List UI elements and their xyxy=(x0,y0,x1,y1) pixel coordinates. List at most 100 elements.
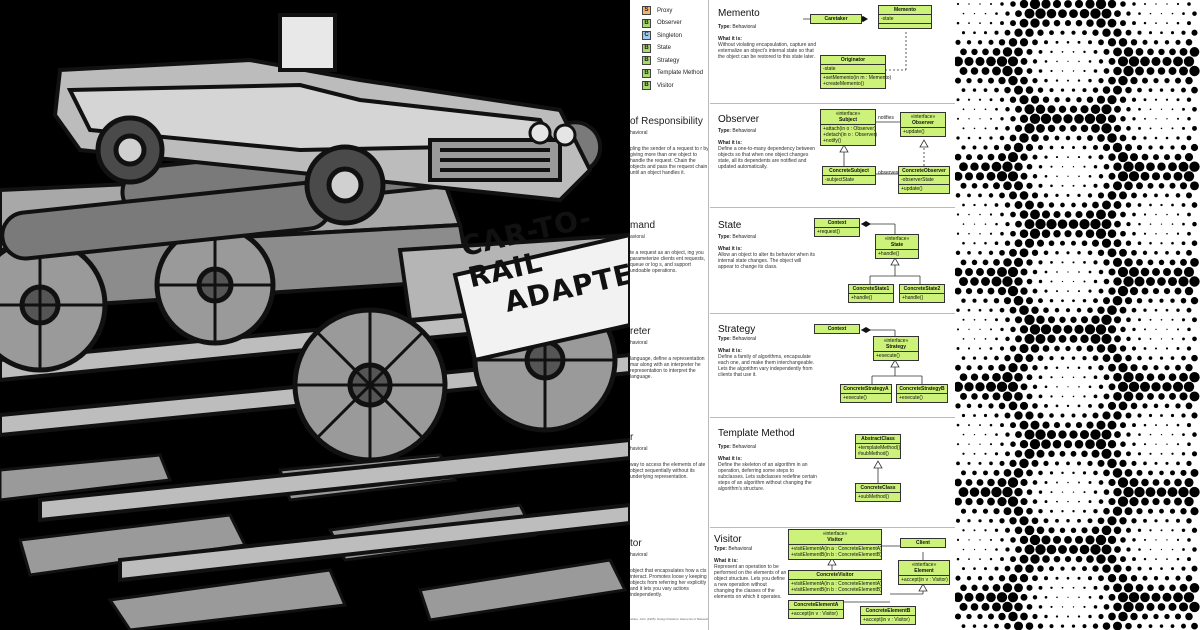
pattern-dot xyxy=(967,308,971,312)
pattern-dot xyxy=(966,77,972,84)
pattern-dot xyxy=(1007,56,1019,67)
pattern-dot xyxy=(1066,79,1070,82)
citation-note: uildes, John (1995). Design Patterns: El… xyxy=(630,617,709,621)
pattern-dot xyxy=(1103,489,1110,495)
pattern-dot xyxy=(1069,335,1078,343)
pattern-dot xyxy=(1120,441,1126,447)
pattern-dot xyxy=(1026,393,1033,400)
pattern-dot xyxy=(1003,143,1012,152)
partial-description: pling the sender of a request to r by gi… xyxy=(630,146,709,176)
pattern-dot xyxy=(1179,392,1188,401)
pattern-dot xyxy=(972,356,977,360)
pattern-dot xyxy=(1138,337,1141,341)
section-description: Define a one-to-many dependency between … xyxy=(718,146,816,170)
pattern-dot xyxy=(1050,395,1053,398)
pattern-dot xyxy=(1185,76,1193,85)
pattern-dot xyxy=(1170,356,1175,360)
pattern-dot xyxy=(1142,364,1148,371)
pattern-dot xyxy=(1107,38,1117,47)
pattern-dot xyxy=(1146,373,1155,382)
pattern-dot xyxy=(1038,164,1043,169)
pattern-dot xyxy=(1031,306,1039,314)
pattern-dot xyxy=(1123,391,1134,402)
section-title: Memento xyxy=(718,8,760,19)
pattern-dot xyxy=(1176,557,1180,561)
pattern-dot xyxy=(1026,259,1033,266)
pattern-dot xyxy=(1134,486,1145,498)
pattern-dot xyxy=(1137,623,1142,629)
pattern-dot xyxy=(1113,201,1122,209)
pattern-dot xyxy=(1108,57,1116,65)
pattern-dot xyxy=(1160,223,1163,225)
pattern-dot xyxy=(1184,477,1194,488)
pattern-dot xyxy=(1151,382,1161,392)
pattern-dot xyxy=(1077,615,1081,618)
pattern-dot xyxy=(1049,413,1054,418)
pattern-dot xyxy=(1155,22,1157,24)
pattern-dot xyxy=(1078,500,1080,503)
pattern-dot xyxy=(1002,65,1013,77)
pattern-dot xyxy=(1088,78,1092,83)
pattern-dot xyxy=(958,276,969,287)
pattern-dot xyxy=(1007,592,1019,603)
pattern-dot xyxy=(1036,315,1045,325)
pattern-dot xyxy=(1141,613,1149,620)
pattern-dot xyxy=(1091,526,1100,535)
pattern-dot xyxy=(1123,372,1134,383)
pattern-dot xyxy=(1083,509,1086,513)
pattern-dot xyxy=(1183,56,1195,67)
pattern-dot xyxy=(1170,624,1175,629)
pattern-dot xyxy=(968,443,970,445)
pattern-dot xyxy=(1050,165,1053,168)
pattern-dot xyxy=(1107,325,1117,334)
pattern-dot xyxy=(1088,481,1092,484)
pattern-dot xyxy=(1097,306,1105,314)
pattern-dot xyxy=(1165,519,1169,523)
pattern-dot xyxy=(955,592,963,603)
pattern-dot xyxy=(1088,614,1092,619)
pattern-dot xyxy=(1181,413,1186,418)
pattern-dot xyxy=(1050,509,1053,513)
pattern-dot xyxy=(1024,219,1035,230)
pattern-dot xyxy=(1065,422,1071,428)
pattern-dot xyxy=(976,288,984,295)
pattern-dot xyxy=(1159,356,1164,360)
pattern-dot xyxy=(1053,210,1061,219)
pattern-dot xyxy=(959,162,968,172)
pattern-dot xyxy=(1143,308,1147,312)
pattern-dot xyxy=(979,558,981,560)
pattern-dot xyxy=(1019,114,1029,123)
pattern-dot xyxy=(1032,403,1038,409)
pattern-dot xyxy=(979,232,981,235)
pattern-dot xyxy=(959,373,968,382)
pattern-dot xyxy=(1061,586,1064,589)
pattern-dot xyxy=(1136,508,1143,515)
pattern-dot xyxy=(1052,113,1062,124)
pattern-dot xyxy=(1123,161,1134,172)
pattern-dot xyxy=(1157,373,1166,381)
pattern-dot xyxy=(968,232,970,235)
pattern-dot xyxy=(1061,51,1064,53)
partial-type: havioral xyxy=(630,446,648,452)
partial-type: havioral xyxy=(630,130,648,136)
pattern-dot xyxy=(992,66,1001,76)
pattern-dot xyxy=(1165,347,1169,350)
pattern-dot xyxy=(1101,448,1112,459)
pattern-dot xyxy=(1151,56,1161,66)
pattern-dot xyxy=(1185,574,1193,582)
pattern-dot xyxy=(1085,439,1095,450)
element-interface: «interface»Element +accept(in v : Visito… xyxy=(898,560,950,585)
pattern-dot xyxy=(1186,423,1192,428)
pattern-dot xyxy=(1072,146,1075,149)
pattern-dot xyxy=(1019,38,1029,47)
section-description: Define the skeleton of an algorithm in a… xyxy=(718,462,817,492)
pattern-dot xyxy=(1164,576,1170,581)
pattern-dot xyxy=(1141,497,1149,506)
pattern-dot xyxy=(972,88,977,92)
pattern-dot xyxy=(1038,490,1043,494)
pattern-dot xyxy=(1072,586,1075,589)
pattern-dot xyxy=(1182,107,1185,111)
pattern-dot xyxy=(1185,364,1193,372)
pattern-dot xyxy=(1142,403,1148,409)
